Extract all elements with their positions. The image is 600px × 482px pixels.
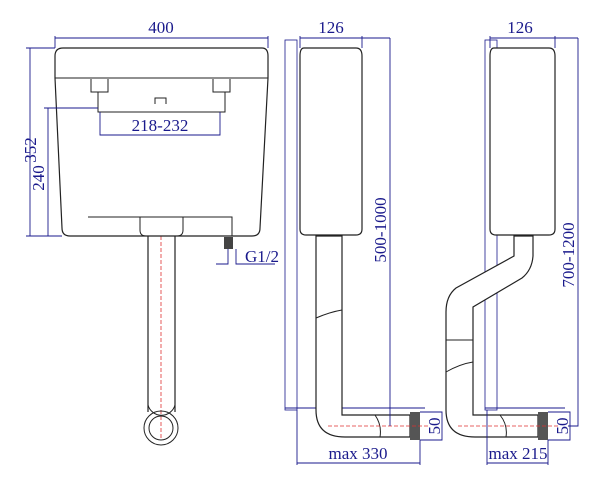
width-dimension: 400 — [148, 18, 174, 37]
cistern-tank-side — [489, 47, 556, 236]
front-view: 400 352 240 218-232 G1/2 — [21, 18, 279, 446]
inlet-thread-label: G1/2 — [245, 247, 279, 266]
offset-flush-pipe — [445, 235, 539, 438]
mount-height-dimension: 240 — [29, 165, 48, 191]
bracket-spacing-dimension: 218-232 — [132, 116, 189, 135]
wall-hatch — [284, 39, 298, 411]
flush-pipe — [147, 236, 176, 412]
outlet-diameter-dimension: 50 — [425, 418, 444, 435]
projection-dimension: max 215 — [488, 444, 547, 463]
install-height-dimension: 700-1200 — [559, 222, 578, 287]
pipe-bend — [143, 410, 179, 446]
depth-dimension: 126 — [318, 18, 344, 37]
inlet-valve — [224, 237, 233, 249]
height-dimension: 352 — [21, 137, 40, 163]
projection-dimension: max 330 — [328, 444, 387, 463]
outlet-diameter-dimension: 50 — [553, 418, 572, 435]
side-view-offset: 126 700-1200 50 max 215 — [445, 18, 579, 465]
side-view-straight: 126 500-1000 50 max 330 — [284, 18, 444, 465]
cistern-tank — [54, 47, 269, 237]
flush-pipe-side — [315, 235, 411, 438]
cistern-tank-side — [299, 47, 363, 236]
install-height-dimension: 500-1000 — [371, 197, 390, 262]
depth-dimension: 126 — [507, 18, 533, 37]
